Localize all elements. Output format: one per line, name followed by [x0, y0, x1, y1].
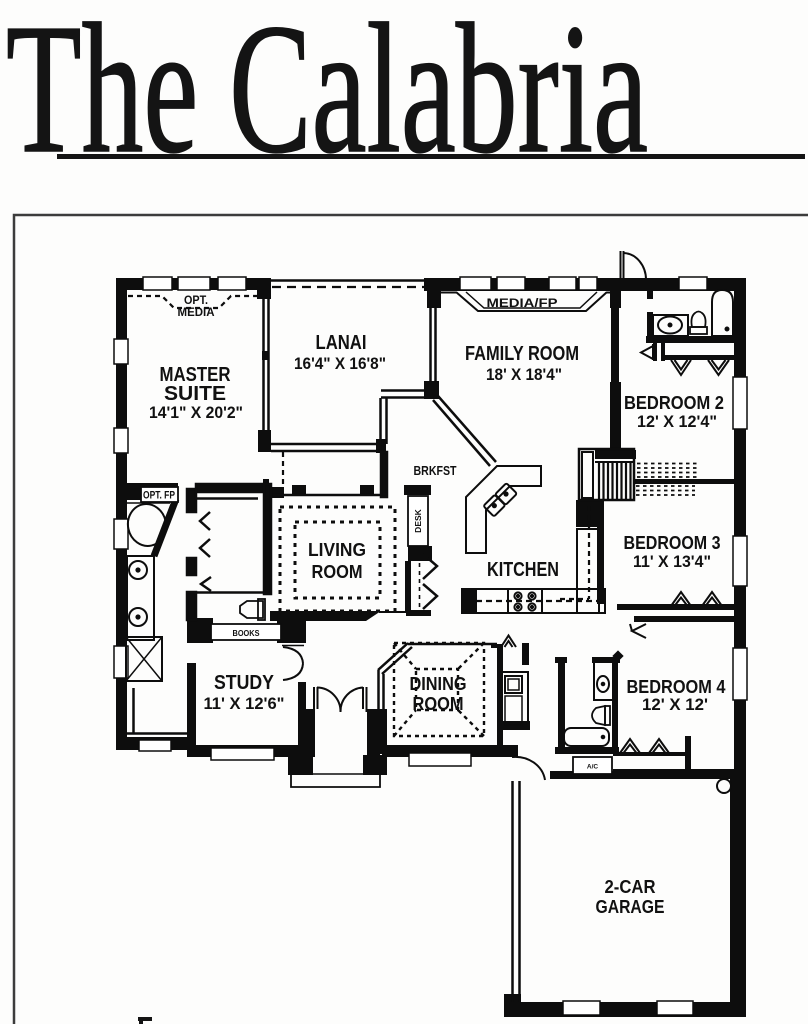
svg-text:DINING: DINING: [410, 673, 467, 694]
svg-text:SUITE: SUITE: [164, 383, 226, 405]
svg-text:BEDROOM 2: BEDROOM 2: [624, 392, 724, 413]
svg-text:11' X 12'6": 11' X 12'6": [204, 694, 285, 713]
svg-text:LANAI: LANAI: [316, 332, 367, 354]
svg-text:ROOM: ROOM: [413, 693, 464, 714]
svg-text:FAMILY ROOM: FAMILY ROOM: [465, 343, 579, 365]
svg-text:OPT. FP: OPT. FP: [143, 490, 175, 502]
svg-text:MEDIA: MEDIA: [178, 307, 215, 319]
svg-text:MASTER: MASTER: [160, 364, 231, 386]
svg-text:DESK: DESK: [413, 508, 423, 532]
svg-text:BEDROOM 4: BEDROOM 4: [627, 676, 727, 697]
svg-text:BEDROOM 3: BEDROOM 3: [624, 532, 721, 553]
svg-text:14'1" X 20'2": 14'1" X 20'2": [149, 403, 243, 422]
svg-text:12' X 12': 12' X 12': [642, 695, 708, 714]
svg-text:ROOM: ROOM: [312, 561, 363, 582]
svg-text:BRKFST: BRKFST: [414, 463, 457, 478]
svg-text:18' X 18'4": 18' X 18'4": [486, 365, 562, 384]
svg-text:12' X 12'4": 12' X 12'4": [637, 412, 717, 431]
svg-text:KITCHEN: KITCHEN: [487, 559, 559, 581]
svg-text:GARAGE: GARAGE: [596, 896, 665, 917]
svg-text:MEDIA/FP: MEDIA/FP: [487, 296, 558, 310]
svg-text:11' X 13'4": 11' X 13'4": [633, 552, 711, 571]
svg-text:OPT.: OPT.: [184, 295, 208, 307]
svg-text:STUDY: STUDY: [214, 672, 275, 694]
svg-text:BOOKS: BOOKS: [233, 628, 260, 638]
svg-text:A/C: A/C: [587, 764, 599, 771]
svg-text:The Calabria: The Calabria: [6, 0, 648, 192]
svg-text:2-CAR: 2-CAR: [605, 876, 656, 897]
svg-text:LIVING: LIVING: [308, 539, 366, 560]
svg-text:16'4" X 16'8": 16'4" X 16'8": [294, 354, 386, 373]
